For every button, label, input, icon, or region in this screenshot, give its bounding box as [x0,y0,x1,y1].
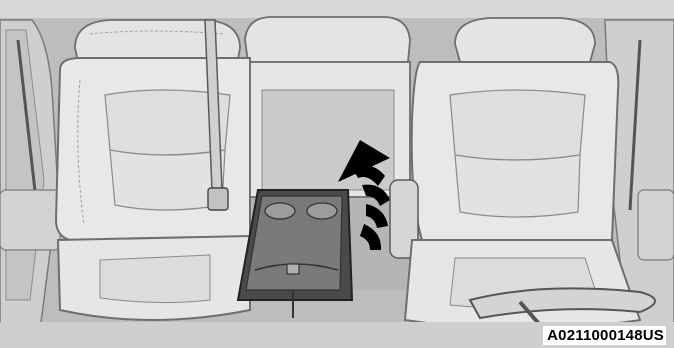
roof-trim [0,0,674,18]
cup-holder-right [307,203,337,219]
right-seat-backrest [412,62,619,240]
left-seat-cushion [58,236,250,320]
right-seat-cushion [405,240,640,329]
center-headrest [245,17,410,62]
cup-holder-left [265,203,295,219]
figure-code: A0211000148US [543,326,666,345]
right-headrest [455,18,595,62]
center-tray [238,190,352,318]
center-backrest [250,62,410,197]
